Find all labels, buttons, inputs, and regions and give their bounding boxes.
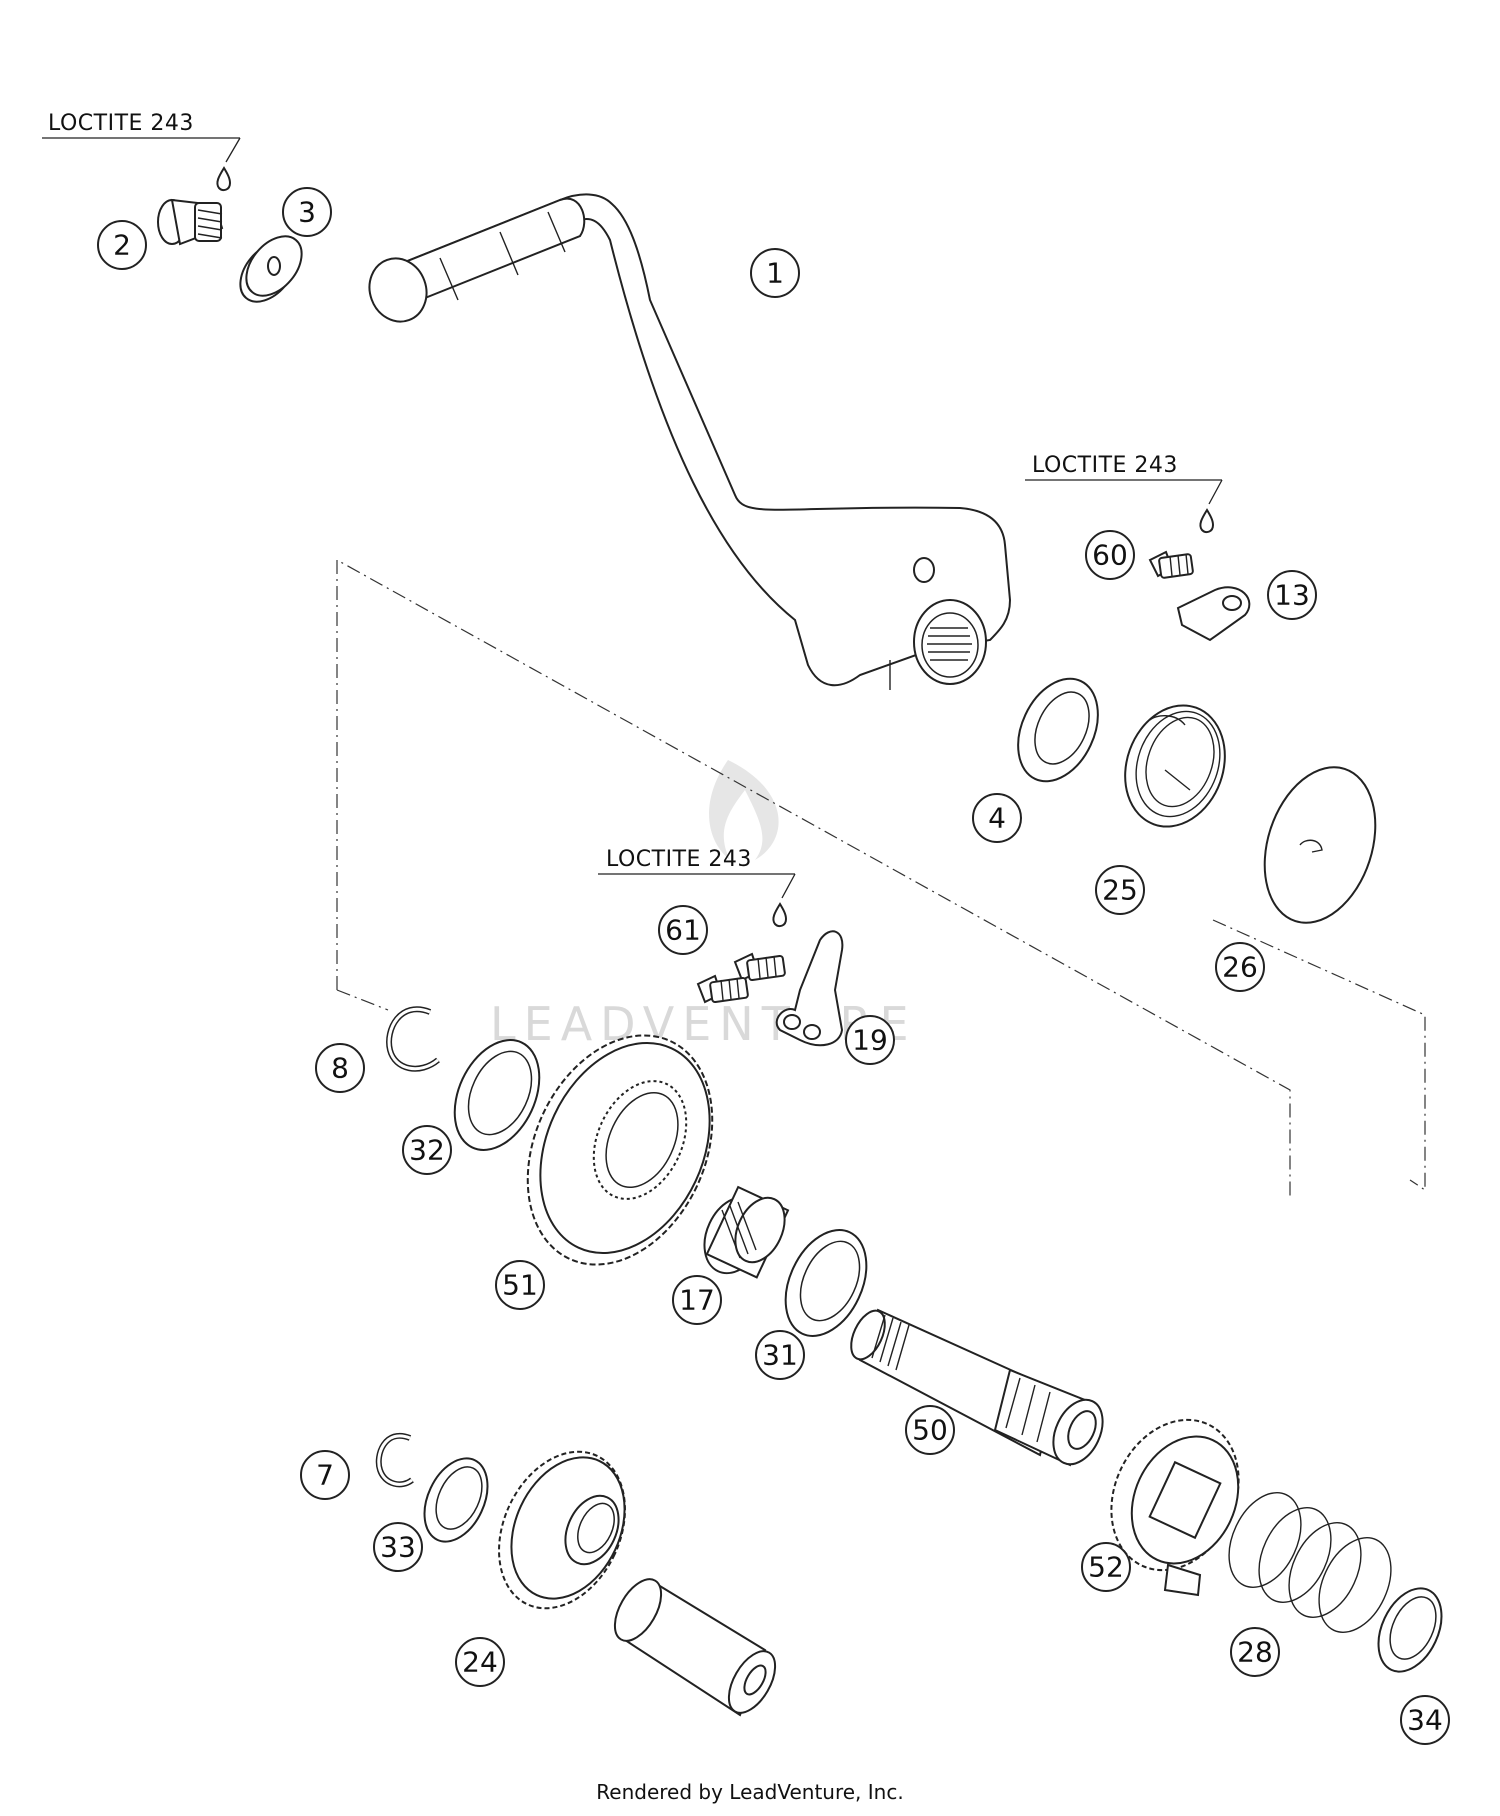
adhesive-drop-icon [772,902,788,928]
svg-text:1: 1 [766,257,784,290]
svg-text:8: 8 [331,1052,349,1085]
part-33-washer [423,1457,489,1543]
callout-8: 8 [315,1043,365,1093]
callout-24: 24 [455,1637,505,1687]
callout-60: 60 [1085,530,1135,580]
svg-text:51: 51 [502,1269,538,1302]
part-34-washer [1377,1587,1443,1673]
svg-text:60: 60 [1092,539,1128,572]
callout-51: 51 [495,1260,545,1310]
adhesive-drop-icon [216,166,232,192]
loctite-label-3: LOCTITE 243 [598,847,796,928]
part-61-screws [696,952,786,1004]
callout-31: 31 [755,1330,805,1380]
svg-text:7: 7 [316,1459,334,1492]
callout-52: 52 [1081,1542,1131,1592]
part-28-spring [1228,1492,1392,1633]
part-24-gear [498,1450,626,1610]
part-60-screw [1148,550,1194,579]
callout-13: 13 [1267,570,1317,620]
svg-text:3: 3 [298,196,316,229]
loctite-text: LOCTITE 243 [48,111,194,136]
loctite-text: LOCTITE 243 [606,847,752,872]
svg-text:52: 52 [1088,1551,1124,1584]
svg-text:13: 13 [1274,579,1310,612]
callout-61: 61 [658,905,708,955]
part-19-guide [775,930,844,1047]
svg-text:25: 25 [1102,874,1138,907]
part-13-bracket [1176,586,1251,642]
part-1-kickstart-lever [368,193,1012,690]
svg-text:24: 24 [462,1646,498,1679]
callout-28: 28 [1230,1627,1280,1677]
watermark: LEADVENTURE [490,760,909,1051]
part-4-washer [1017,677,1099,783]
assembly-guide-lines [336,558,1426,1200]
callout-2: 2 [97,220,147,270]
svg-text:33: 33 [380,1531,416,1564]
part-7-circlip [375,1432,414,1488]
svg-text:17: 17 [679,1284,715,1317]
svg-text:50: 50 [912,1414,948,1447]
svg-text:31: 31 [762,1339,798,1372]
loctite-label-1: LOCTITE 243 [42,111,241,192]
callout-7: 7 [300,1450,350,1500]
part-31-washer [784,1229,868,1337]
adhesive-drop-icon [1199,508,1215,534]
svg-text:28: 28 [1237,1636,1273,1669]
loctite-label-2: LOCTITE 243 [1025,453,1223,534]
part-50-shaft [850,1308,1104,1467]
part-8-circlip [386,1006,440,1072]
part-3-washer [239,235,303,303]
svg-text:26: 26 [1222,951,1258,984]
part-25-spring [1124,704,1226,828]
part-51-gear [526,1034,714,1266]
callout-3: 3 [282,187,332,237]
callout-4: 4 [972,793,1022,843]
svg-text:19: 19 [852,1024,888,1057]
callout-26: 26 [1215,942,1265,992]
part-52-ratchet [1110,1418,1240,1597]
part-17-bearing [703,1185,790,1279]
svg-text:4: 4 [988,802,1006,835]
callout-50: 50 [905,1405,955,1455]
render-credit: Rendered by LeadVenture, Inc. [596,1780,904,1804]
callout-17: 17 [672,1275,722,1325]
part-2-screw [157,198,224,246]
callout-32: 32 [402,1125,452,1175]
svg-text:34: 34 [1407,1704,1443,1737]
svg-text:32: 32 [409,1134,445,1167]
part-26-disc [1263,766,1377,924]
part-32-washer [453,1039,541,1151]
callout-25: 25 [1095,865,1145,915]
callout-33: 33 [373,1522,423,1572]
callout-19: 19 [845,1015,895,1065]
svg-text:61: 61 [665,914,701,947]
callout-1: 1 [750,248,800,298]
bushing-part [613,1578,777,1717]
callout-34: 34 [1400,1695,1450,1745]
loctite-text: LOCTITE 243 [1032,453,1178,478]
svg-text:2: 2 [113,229,131,262]
